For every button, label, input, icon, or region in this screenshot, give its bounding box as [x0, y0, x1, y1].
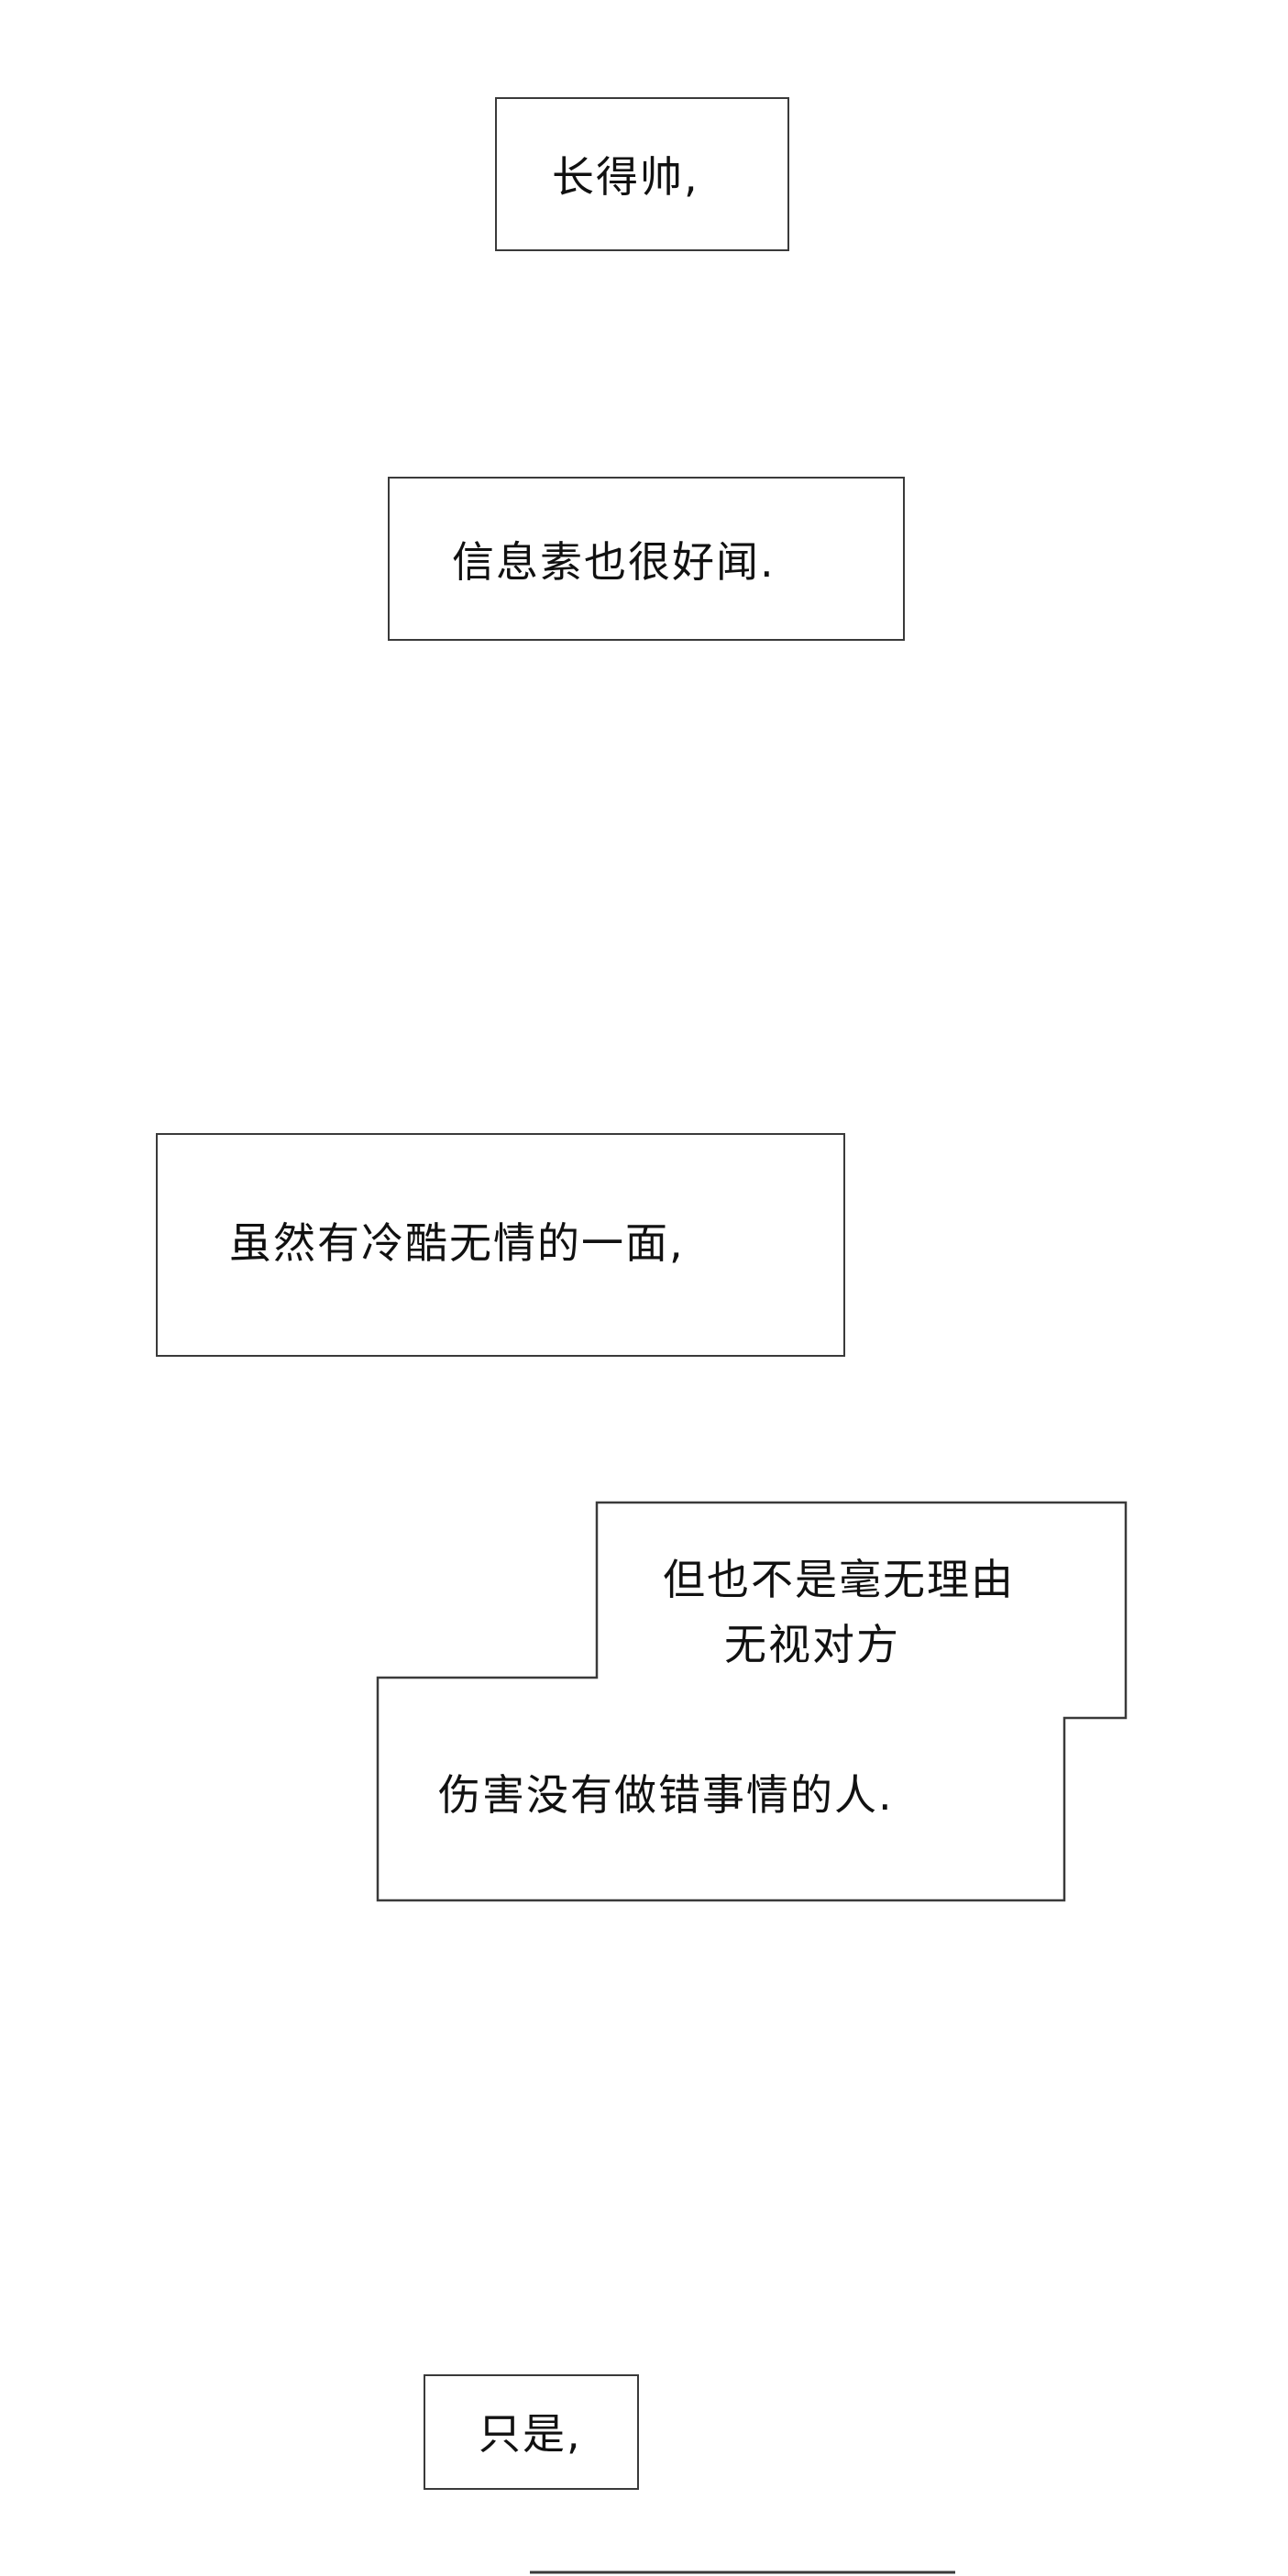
caption-text: 长得帅, [552, 152, 699, 202]
caption-box-3: 虽然有冷酷无情的一面, [156, 1133, 845, 1357]
caption-text: 信息素也很好闻. [452, 537, 776, 587]
stepped-box-outline [376, 1501, 1128, 1902]
caption-line-3: 伤害没有做错事情的人. [438, 1770, 894, 1820]
caption-text: 虽然有冷酷无情的一面, [229, 1218, 685, 1268]
caption-line-1: 但也不是毫无理由 [663, 1555, 1015, 1604]
caption-line-2: 无视对方 [724, 1620, 900, 1669]
caption-box-2: 信息素也很好闻. [388, 477, 905, 641]
caption-box-5: 只是, [424, 2374, 639, 2490]
caption-box-1: 长得帅, [495, 97, 789, 251]
caption-text: 只是, [479, 2409, 582, 2459]
